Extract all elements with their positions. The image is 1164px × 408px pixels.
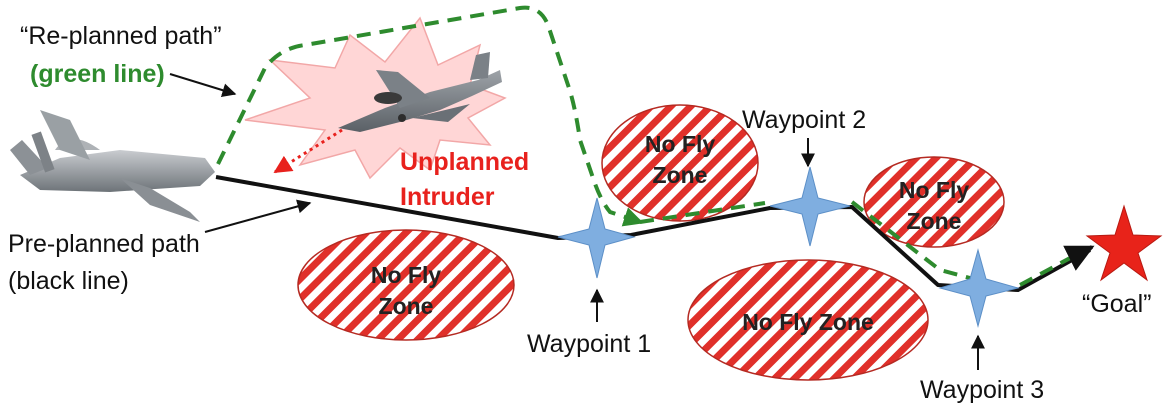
fighter-jet-icon <box>338 52 502 132</box>
no-fly-zone-3-label-line1: No Fly <box>899 177 969 203</box>
no-fly-zone-1-label-line1: No Fly <box>371 262 441 288</box>
no-fly-zone-4: No Fly Zone <box>687 259 929 381</box>
waypoint-3-label: Waypoint 3 <box>920 376 1044 404</box>
preplanned-path-label: Pre-planned path <box>8 230 200 258</box>
four-point-star-icon <box>769 166 851 247</box>
waypoint-3-marker <box>938 248 1020 328</box>
preplanned-label-arrow <box>204 199 312 233</box>
no-fly-zone-1-label-line2: Zone <box>379 293 434 319</box>
replanned-path-color-label: (green line) <box>30 60 165 88</box>
waypoint-1-label: Waypoint 1 <box>527 330 651 358</box>
replanned-path-line-segment <box>639 201 766 224</box>
no-fly-zone-2-label-line1: No Fly <box>645 131 715 157</box>
waypoint-1-marker <box>557 197 636 279</box>
intruder-label-line2: Intruder <box>400 183 495 211</box>
goal-star-icon <box>1085 204 1163 282</box>
no-fly-zone-4-label: No Fly Zone <box>742 309 874 335</box>
no-fly-zone-2: No Fly Zone <box>601 104 759 222</box>
four-point-star-icon <box>557 197 636 279</box>
no-fly-zone-3: No Fly Zone <box>863 156 1005 248</box>
four-point-star-icon <box>938 248 1020 328</box>
drone-icon <box>10 110 215 222</box>
no-fly-zone-1: No Fly Zone <box>297 229 515 341</box>
intruder-direction-arrow <box>273 128 343 174</box>
waypoint-2-marker <box>769 166 851 247</box>
replanned-path-line-segment <box>1019 248 1086 287</box>
waypoint-2-label: Waypoint 2 <box>742 106 866 134</box>
no-fly-zone-3-label-line2: Zone <box>907 208 962 234</box>
replanned-path-label: “Re-planned path” <box>20 22 222 50</box>
goal-label: “Goal” <box>1082 290 1151 318</box>
intruder-label-line1: Unplanned <box>400 148 529 176</box>
path-to-goal-arrow <box>1063 245 1095 271</box>
replanned-path-line <box>216 5 644 227</box>
no-fly-zone-2-label-line2: Zone <box>653 162 708 188</box>
preplanned-path-color-label: (black line) <box>8 267 129 295</box>
replanned-label-arrow <box>169 73 237 97</box>
